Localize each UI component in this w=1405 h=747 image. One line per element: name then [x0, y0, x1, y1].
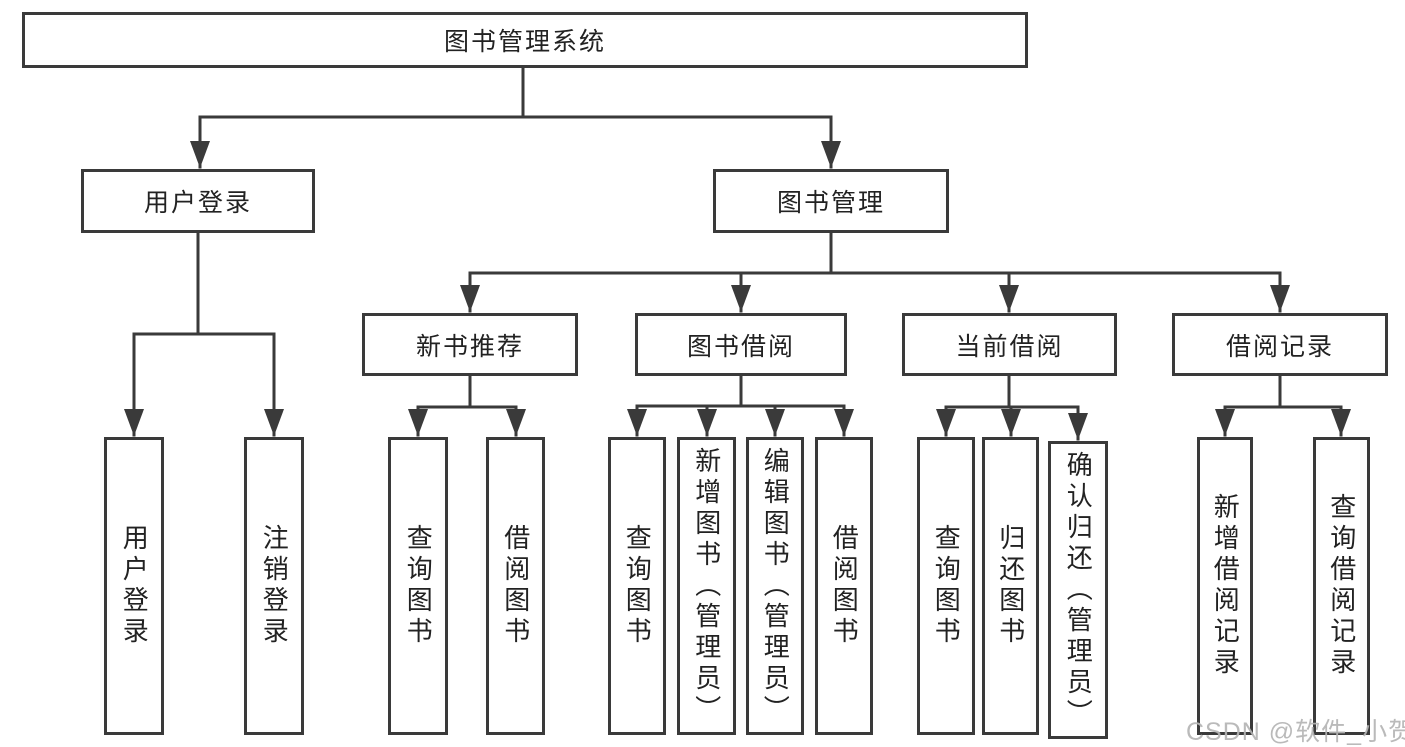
node-library-management-system: 图书管理系统: [22, 12, 1028, 68]
edge-layer: [124, 64, 1351, 441]
leaf-borrow-books-borrowing-label: 借阅图书: [829, 524, 860, 648]
node-book-management-label: 图书管理: [776, 189, 885, 217]
leaf-user-login-label: 用户登录: [119, 524, 150, 648]
leaf-query-books-current-label: 查询图书: [931, 524, 962, 648]
leaf-query-books-borrowing: 查询图书: [608, 437, 666, 735]
leaf-borrow-books-recommend-label: 借阅图书: [500, 524, 531, 648]
leaf-user-login: 用户登录: [104, 437, 164, 735]
leaf-borrow-books-recommend: 借阅图书: [486, 437, 545, 735]
node-library-management-system-label: 图书管理系统: [443, 28, 606, 56]
leaf-query-books-current: 查询图书: [917, 437, 975, 735]
node-user-login: 用户登录: [81, 169, 315, 233]
node-borrowing-records: 借阅记录: [1172, 313, 1388, 376]
leaf-add-books-admin: 新增图书（管理员）: [677, 437, 736, 735]
leaf-logout: 注销登录: [244, 437, 304, 735]
leaf-borrow-books-borrowing: 借阅图书: [815, 437, 873, 735]
leaf-add-borrow-record: 新增借阅记录: [1197, 437, 1253, 735]
leaf-query-books-borrowing-label: 查询图书: [622, 524, 653, 648]
node-book-borrowing: 图书借阅: [635, 313, 847, 376]
leaf-query-books-recommend: 查询图书: [388, 437, 448, 735]
leaf-add-borrow-record-label: 新增借阅记录: [1210, 493, 1241, 679]
node-new-book-recommend-label: 新书推荐: [415, 332, 524, 361]
leaf-confirm-return-admin-label: 确认归还（管理员）: [1063, 450, 1094, 730]
leaf-query-books-recommend-label: 查询图书: [403, 524, 434, 648]
node-current-borrowing: 当前借阅: [902, 313, 1117, 376]
leaf-add-books-admin-label: 新增图书（管理员）: [691, 446, 722, 726]
node-current-borrowing-label: 当前借阅: [955, 332, 1064, 361]
watermark: CSDN @软件_小贺同学: [1186, 718, 1405, 746]
leaf-query-borrow-record: 查询借阅记录: [1313, 437, 1370, 735]
leaf-return-books: 归还图书: [982, 437, 1039, 735]
leaf-edit-books-admin-label: 编辑图书（管理员）: [760, 446, 791, 726]
node-user-login-label: 用户登录: [143, 189, 252, 217]
node-borrowing-records-label: 借阅记录: [1225, 332, 1334, 361]
leaf-logout-label: 注销登录: [259, 524, 290, 648]
leaf-edit-books-admin: 编辑图书（管理员）: [746, 437, 804, 735]
node-new-book-recommend: 新书推荐: [362, 313, 578, 376]
node-book-management: 图书管理: [713, 169, 949, 233]
leaf-query-borrow-record-label: 查询借阅记录: [1326, 493, 1357, 679]
leaf-confirm-return-admin: 确认归还（管理员）: [1048, 441, 1108, 739]
leaf-return-books-label: 归还图书: [995, 524, 1026, 648]
node-book-borrowing-label: 图书借阅: [686, 332, 795, 361]
